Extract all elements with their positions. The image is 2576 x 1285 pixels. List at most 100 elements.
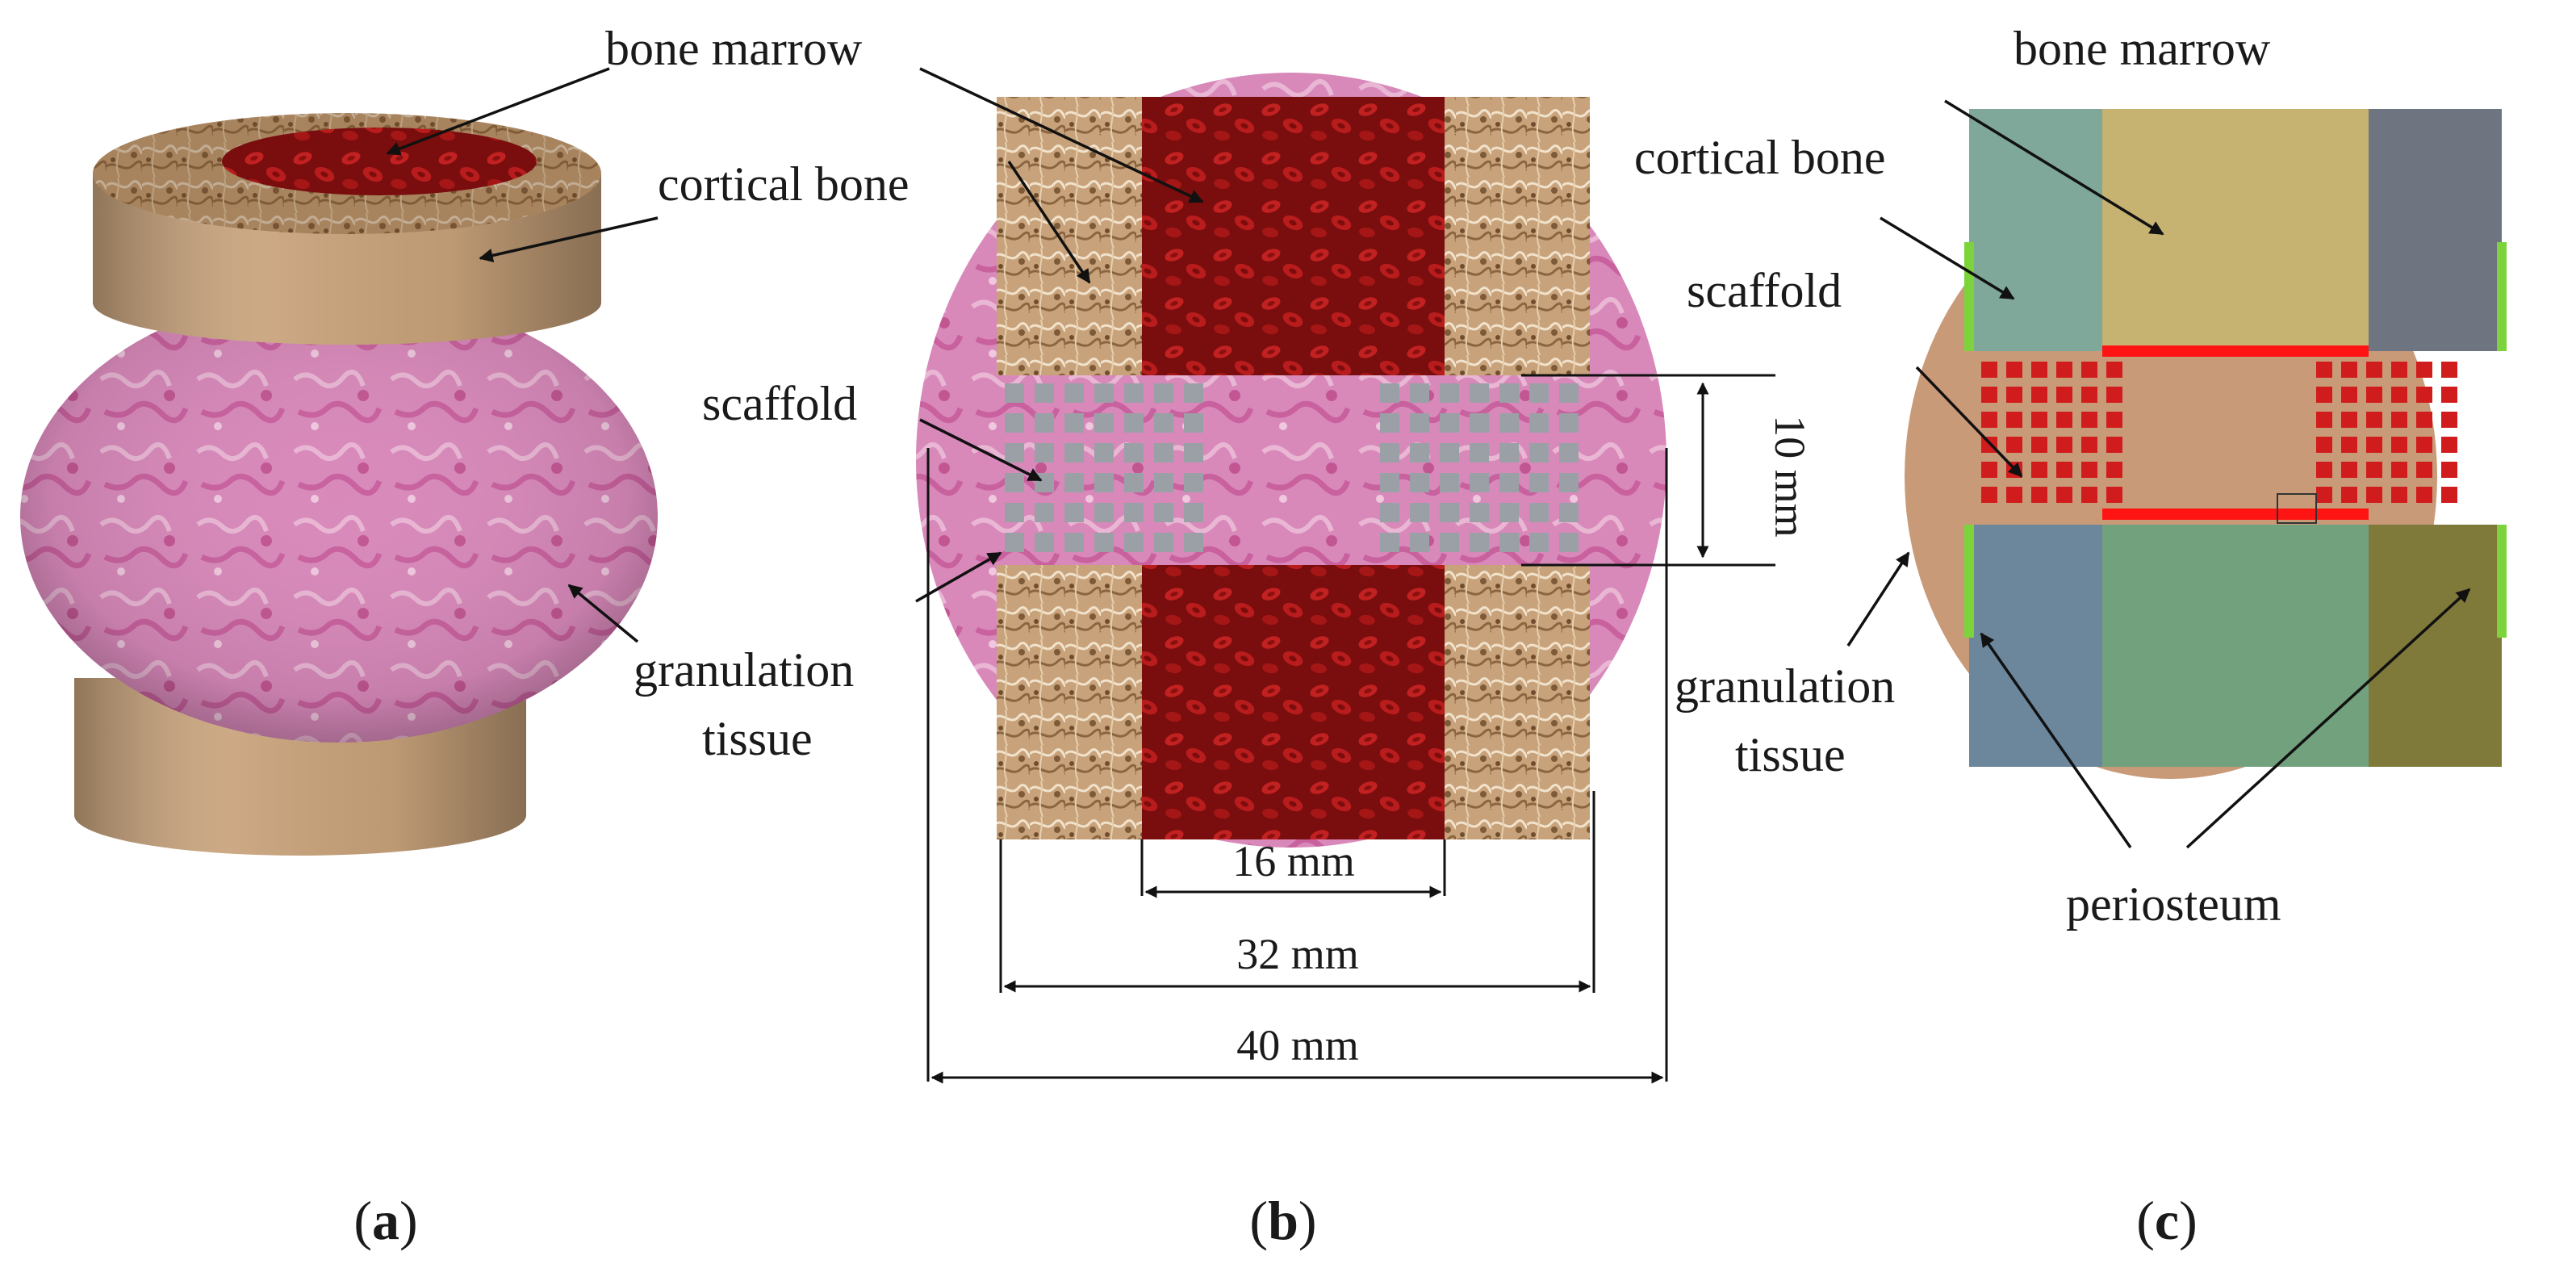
element-marker <box>2277 493 2317 524</box>
scaffold-strut <box>2316 437 2332 453</box>
scaffold-pore <box>1470 443 1489 463</box>
bone-marrow-lower <box>1142 565 1445 839</box>
scaffold-pore <box>1124 413 1144 433</box>
scaffold-pore <box>1470 413 1489 433</box>
scaffold-strut <box>2031 462 2047 478</box>
scaffold-pore <box>1410 443 1429 463</box>
scaffold-pore <box>1005 533 1024 552</box>
scaffold-strut <box>2106 462 2122 478</box>
scaffold-strut <box>2316 462 2332 478</box>
scaffold-pore <box>1499 413 1519 433</box>
scaffold-strut <box>2366 387 2382 403</box>
scaffold-strut <box>2106 437 2122 453</box>
scaffold-strut <box>2056 487 2072 503</box>
panel-c-fe-model <box>1905 109 2507 779</box>
scaffold-strut <box>2056 387 2072 403</box>
scaffold-strut <box>2081 412 2097 428</box>
caption-b: (b) <box>1249 1190 1316 1251</box>
cortical-bone-lower-right-c <box>2369 525 2502 767</box>
scaffold-strut <box>2081 487 2097 503</box>
scaffold-pore <box>1184 533 1203 552</box>
scaffold-strut <box>2316 412 2332 428</box>
scaffold-pore <box>1380 533 1399 552</box>
scaffold-pore <box>1035 503 1054 522</box>
scaffold-pore <box>1440 413 1459 433</box>
scaffold-pore <box>1035 473 1054 492</box>
cortical-bone-upper-right <box>1445 97 1590 375</box>
scaffold-strut <box>2316 487 2332 503</box>
label-a-bone-marrow: bone marrow <box>605 22 863 75</box>
scaffold-strut <box>2416 387 2432 403</box>
scaffold-strut <box>2391 362 2407 378</box>
scaffold-pore <box>1154 383 1173 403</box>
scaffold-strut <box>2416 362 2432 378</box>
scaffold-strut <box>2031 437 2047 453</box>
scaffold-pore <box>1559 503 1579 522</box>
scaffold-strut <box>2056 462 2072 478</box>
scaffold-pore <box>1529 533 1549 552</box>
scaffold-strut <box>2341 487 2357 503</box>
scaffold-pore <box>1499 383 1519 403</box>
scaffold-grid-c <box>1981 362 2457 503</box>
scaffold-strut <box>2056 437 2072 453</box>
scaffold-strut <box>2006 412 2022 428</box>
scaffold-pore <box>1124 443 1144 463</box>
scaffold-pore <box>1380 413 1399 433</box>
scaffold-pore <box>1124 533 1144 552</box>
scaffold-strut <box>2031 387 2047 403</box>
scaffold-strut <box>2366 437 2382 453</box>
cortical-bone-lower-right <box>1445 565 1590 839</box>
scaffold-strut <box>2106 362 2122 378</box>
bone-marrow-top-face <box>222 128 537 195</box>
scaffold-pore <box>1380 503 1399 522</box>
scaffold-pore <box>1499 503 1519 522</box>
scaffold-pore <box>1154 413 1173 433</box>
scaffold-strut <box>2106 387 2122 403</box>
scaffold-pore <box>1470 533 1489 552</box>
scaffold-strut <box>2056 362 2072 378</box>
scaffold-strut <box>2081 437 2097 453</box>
scaffold-pore <box>1410 413 1429 433</box>
cortical-bone-upper-right-c <box>2369 109 2502 351</box>
scaffold-pore <box>1094 443 1114 463</box>
label-c-tissue: tissue <box>1735 728 1846 781</box>
caption-a: (a) <box>353 1190 417 1251</box>
scaffold-strut <box>2416 412 2432 428</box>
scaffold-strut <box>1981 362 1997 378</box>
scaffold-pore <box>1559 413 1579 433</box>
scaffold-pore <box>1154 443 1173 463</box>
scaffold-strut <box>2031 487 2047 503</box>
scaffold-strut <box>2006 362 2022 378</box>
dimension-lines-b <box>926 374 1775 1084</box>
scaffold-pore <box>1005 473 1024 492</box>
scaffold-strut <box>2391 487 2407 503</box>
scaffold-pore <box>1154 503 1173 522</box>
scaffold-pore <box>1124 503 1144 522</box>
scaffold-pore <box>1035 413 1054 433</box>
scaffold-strut <box>1981 462 1997 478</box>
scaffold-pore <box>1094 473 1114 492</box>
scaffold-strut <box>2341 387 2357 403</box>
scaffold-pore <box>1529 443 1549 463</box>
scaffold-strut <box>1981 412 1997 428</box>
scaffold-pore <box>1154 533 1173 552</box>
dim-label-32mm: 32 mm <box>1236 930 1359 978</box>
dim-label-10mm: 10 mm <box>1766 415 1814 538</box>
scaffold-pore <box>1005 413 1024 433</box>
scaffold-pore <box>1184 443 1203 463</box>
label-c-granulation: granulation <box>1675 659 1895 713</box>
scaffold-strut <box>2391 437 2407 453</box>
scaffold-pore <box>1064 383 1084 403</box>
scaffold-pore <box>1529 383 1549 403</box>
label-c-scaffold: scaffold <box>1687 264 1842 317</box>
label-a-cortical-bone: cortical bone <box>658 157 910 211</box>
scaffold-pore <box>1559 383 1579 403</box>
scaffold-pore <box>1064 413 1084 433</box>
scaffold-pore <box>1499 473 1519 492</box>
scaffold-strut <box>2106 487 2122 503</box>
scaffold-pore <box>1184 473 1203 492</box>
scaffold-strut <box>2416 487 2432 503</box>
scaffold-strut <box>2366 412 2382 428</box>
scaffold-pore <box>1440 383 1459 403</box>
scaffold-pore <box>1380 383 1399 403</box>
